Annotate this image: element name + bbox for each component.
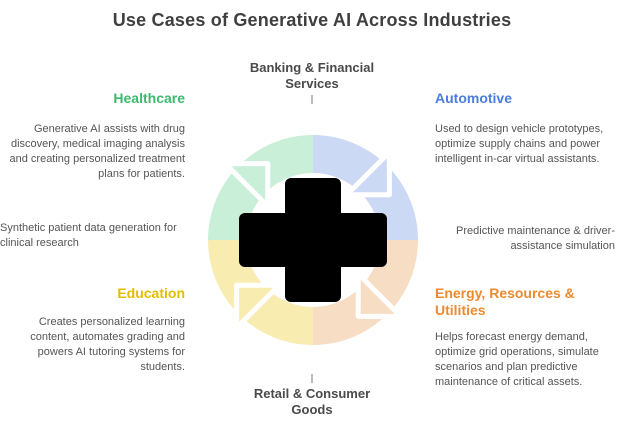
cycle-diagram-svg	[208, 135, 418, 345]
bottom-connector-line	[311, 374, 313, 383]
cycle-diagram	[193, 120, 433, 360]
arrowhead-green-icon	[222, 161, 271, 209]
arrowhead-blue-icon	[344, 149, 392, 198]
automotive-note: Predictive maintenance & driver-assistan…	[456, 225, 615, 252]
healthcare-body: Generative AI assists with drug discover…	[9, 123, 186, 180]
bottom-center-label-line1: Retail & Consumer	[253, 386, 371, 401]
education-body: Creates personalized learning content, a…	[30, 316, 185, 373]
education-heading: Education	[117, 285, 185, 301]
automotive-body: Used to design vehicle prototypes, optim…	[435, 123, 604, 165]
arrowhead-peach-icon	[355, 271, 404, 319]
center-plus-icon	[239, 178, 387, 302]
page-title: Use Cases of Generative AI Across Indust…	[112, 10, 512, 30]
automotive-heading: Automotive	[435, 90, 512, 106]
top-connector-line	[311, 95, 313, 104]
bottom-center-label-line2: Goods	[291, 402, 333, 417]
healthcare-heading: Healthcare	[113, 90, 185, 106]
bottom-center-label: Retail & Consumer Goods	[212, 386, 412, 418]
top-center-label-line2: Services	[285, 76, 339, 91]
arrowhead-yellow-icon	[234, 282, 282, 331]
top-center-label: Banking & Financial Services	[212, 60, 412, 92]
healthcare-note: Synthetic patient data generation for cl…	[0, 222, 177, 249]
top-center-label-line1: Banking & Financial	[249, 60, 375, 75]
energy-heading: Energy, Resources & Utilities	[435, 285, 575, 318]
energy-body: Helps forecast energy demand, optimize g…	[435, 331, 599, 388]
